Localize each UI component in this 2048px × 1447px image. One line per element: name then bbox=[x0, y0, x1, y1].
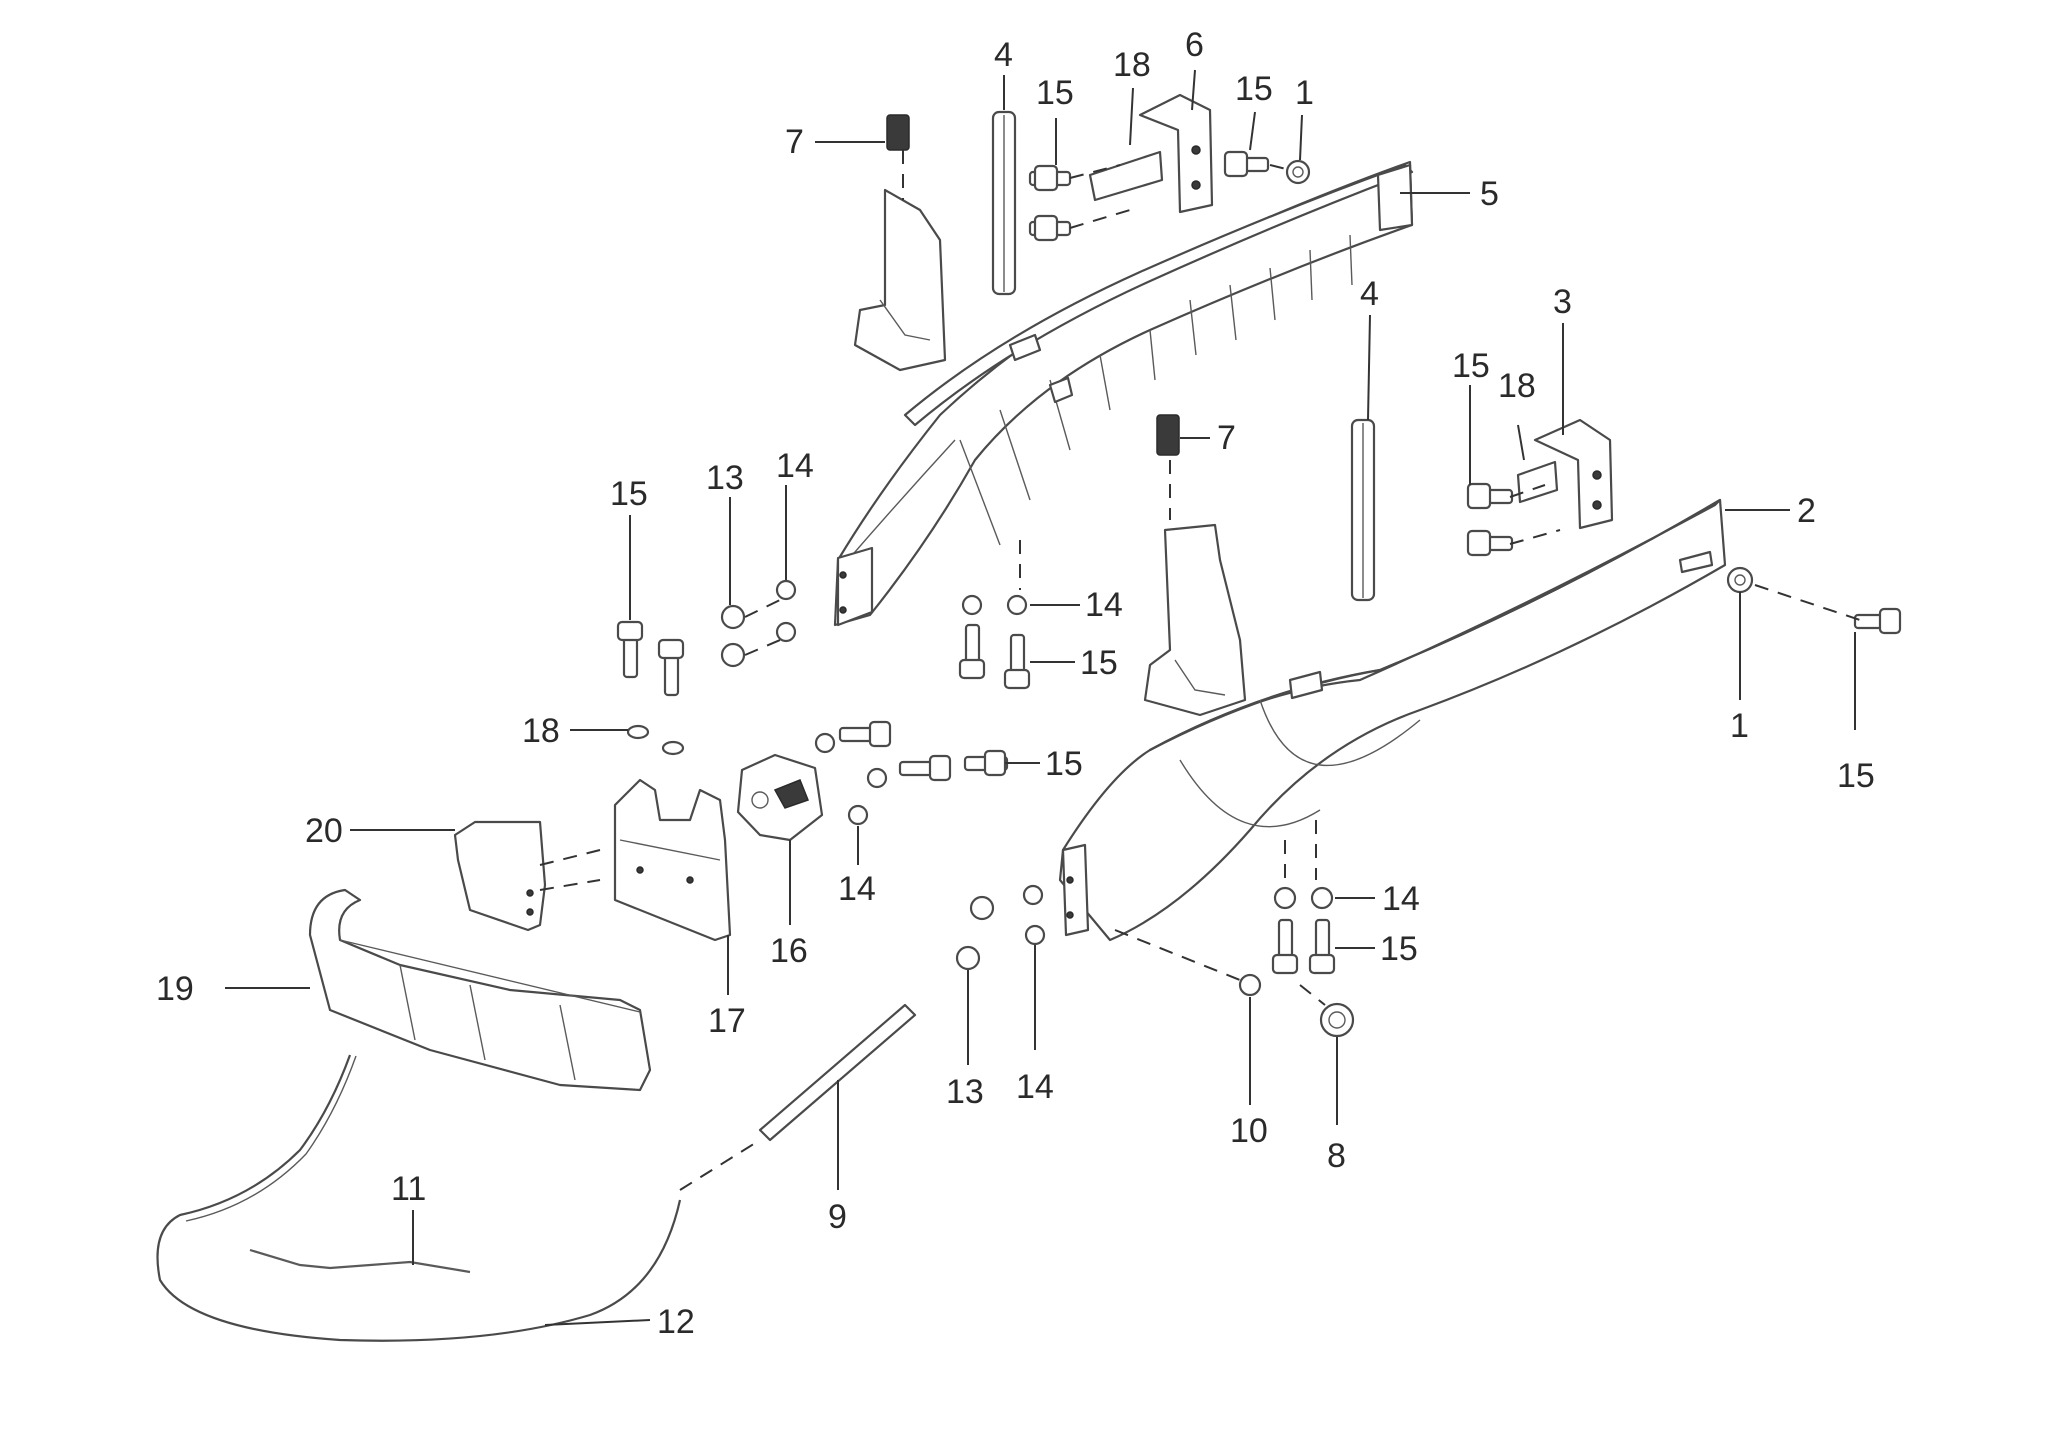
callout-13: 13 bbox=[946, 1073, 984, 1111]
callout-1: 1 bbox=[1730, 707, 1749, 745]
callout-15: 15 bbox=[610, 475, 648, 513]
callout-9: 9 bbox=[828, 1198, 847, 1236]
part-18-plate-upper bbox=[1088, 150, 1164, 202]
part-15-bolt bbox=[1028, 214, 1072, 242]
callout-4: 4 bbox=[1360, 275, 1379, 313]
part-14-washer bbox=[961, 594, 983, 616]
callout-1: 1 bbox=[1295, 74, 1314, 112]
part-15-bolt bbox=[958, 623, 986, 680]
callout-3: 3 bbox=[1553, 283, 1572, 321]
part-14-washer bbox=[1022, 884, 1044, 906]
part-1-nut bbox=[1285, 159, 1311, 185]
callout-18: 18 bbox=[1498, 367, 1536, 405]
part-15-bolt bbox=[838, 720, 892, 748]
callout-15: 15 bbox=[1080, 644, 1118, 682]
callout-17: 17 bbox=[708, 1002, 746, 1040]
callout-10: 10 bbox=[1230, 1112, 1268, 1150]
callout-16: 16 bbox=[770, 932, 808, 970]
callout-20: 20 bbox=[305, 812, 343, 850]
part-15-bolt bbox=[616, 620, 644, 679]
part-18-washer bbox=[661, 740, 685, 756]
callout-15: 15 bbox=[1235, 70, 1273, 108]
leader-lines bbox=[225, 69, 1856, 1326]
part-15-bolt bbox=[1308, 918, 1336, 975]
part-14-washer bbox=[1310, 886, 1334, 910]
part-10-nut bbox=[1238, 973, 1262, 997]
part-15-bolt bbox=[898, 754, 952, 782]
callout-5: 5 bbox=[1480, 175, 1499, 213]
part-12-bent-rod bbox=[156, 1054, 682, 1342]
part-13-nut bbox=[955, 945, 981, 971]
part-7-upper-bracket-spring bbox=[853, 114, 947, 372]
callout-15: 15 bbox=[1036, 74, 1074, 112]
callout-11: 11 bbox=[391, 1170, 426, 1208]
part-13-nut bbox=[720, 642, 746, 668]
part-8-plug bbox=[1319, 1002, 1355, 1038]
part-14-washer bbox=[775, 579, 797, 601]
assembly-lines bbox=[539, 150, 1861, 1191]
part-17-latch-bracket bbox=[613, 778, 732, 942]
part-13-nut bbox=[969, 895, 995, 921]
part-15-bolt bbox=[1223, 150, 1270, 178]
part-1-nut bbox=[1726, 566, 1754, 594]
part-5-upper-frame-rail bbox=[833, 160, 1414, 627]
part-14-washer bbox=[1024, 924, 1046, 946]
callout-19: 19 bbox=[156, 970, 194, 1008]
part-6-angle-bracket bbox=[1138, 93, 1214, 214]
callout-15: 15 bbox=[1380, 930, 1418, 968]
part-15-bolt bbox=[963, 749, 1009, 777]
callout-14: 14 bbox=[838, 870, 876, 908]
callout-18: 18 bbox=[1113, 46, 1151, 84]
callout-14: 14 bbox=[1016, 1068, 1054, 1106]
callout-18: 18 bbox=[522, 712, 560, 750]
part-7-lower-bracket-spring bbox=[1143, 414, 1247, 717]
part-15-bolt bbox=[657, 638, 685, 697]
callout-15: 15 bbox=[1837, 757, 1875, 795]
part-15-bolt bbox=[1271, 918, 1299, 975]
part-13-nut bbox=[720, 604, 746, 630]
callout-7: 7 bbox=[1217, 419, 1236, 457]
callout-13: 13 bbox=[706, 459, 744, 497]
callout-labels: 15 18 6 15 1 4 7 5 4 3 15 18 7 2 15 13 1… bbox=[156, 26, 1875, 1341]
part-4-rubber-strip-upper bbox=[991, 110, 1017, 296]
callout-12: 12 bbox=[657, 1303, 695, 1341]
part-14-washer bbox=[814, 732, 836, 754]
part-11-thin-rod bbox=[249, 1248, 471, 1274]
part-2-lower-frame-rail bbox=[1058, 498, 1727, 942]
part-18-plate-mid bbox=[1516, 460, 1559, 504]
part-20-bracket bbox=[453, 820, 547, 932]
callout-2: 2 bbox=[1797, 492, 1816, 530]
callout-14: 14 bbox=[1085, 586, 1123, 624]
part-15-bolt bbox=[1466, 529, 1514, 557]
callout-14: 14 bbox=[1382, 880, 1420, 918]
part-18-washer bbox=[626, 724, 650, 740]
part-3-angle-bracket bbox=[1533, 418, 1614, 530]
part-16-latch bbox=[736, 753, 824, 842]
callout-15: 15 bbox=[1452, 347, 1490, 385]
part-9-strip bbox=[758, 1003, 917, 1142]
part-15-bolt bbox=[1853, 607, 1902, 635]
part-19-bumper bbox=[308, 888, 652, 1092]
callout-14: 14 bbox=[776, 447, 814, 485]
part-14-washer bbox=[1006, 594, 1028, 616]
callout-15: 15 bbox=[1045, 745, 1083, 783]
part-15-bolt bbox=[1028, 164, 1072, 192]
callout-4: 4 bbox=[994, 36, 1013, 74]
part-15-bolt bbox=[1466, 482, 1514, 510]
callout-7: 7 bbox=[785, 123, 804, 161]
part-4-rubber-strip-lower bbox=[1350, 418, 1376, 602]
part-14-washer bbox=[847, 804, 869, 826]
part-15-bolt bbox=[1003, 633, 1031, 690]
part-14-washer bbox=[866, 767, 888, 789]
part-14-washer bbox=[775, 621, 797, 643]
callout-6: 6 bbox=[1185, 26, 1204, 64]
callout-8: 8 bbox=[1327, 1137, 1346, 1175]
part-14-washer bbox=[1273, 886, 1297, 910]
